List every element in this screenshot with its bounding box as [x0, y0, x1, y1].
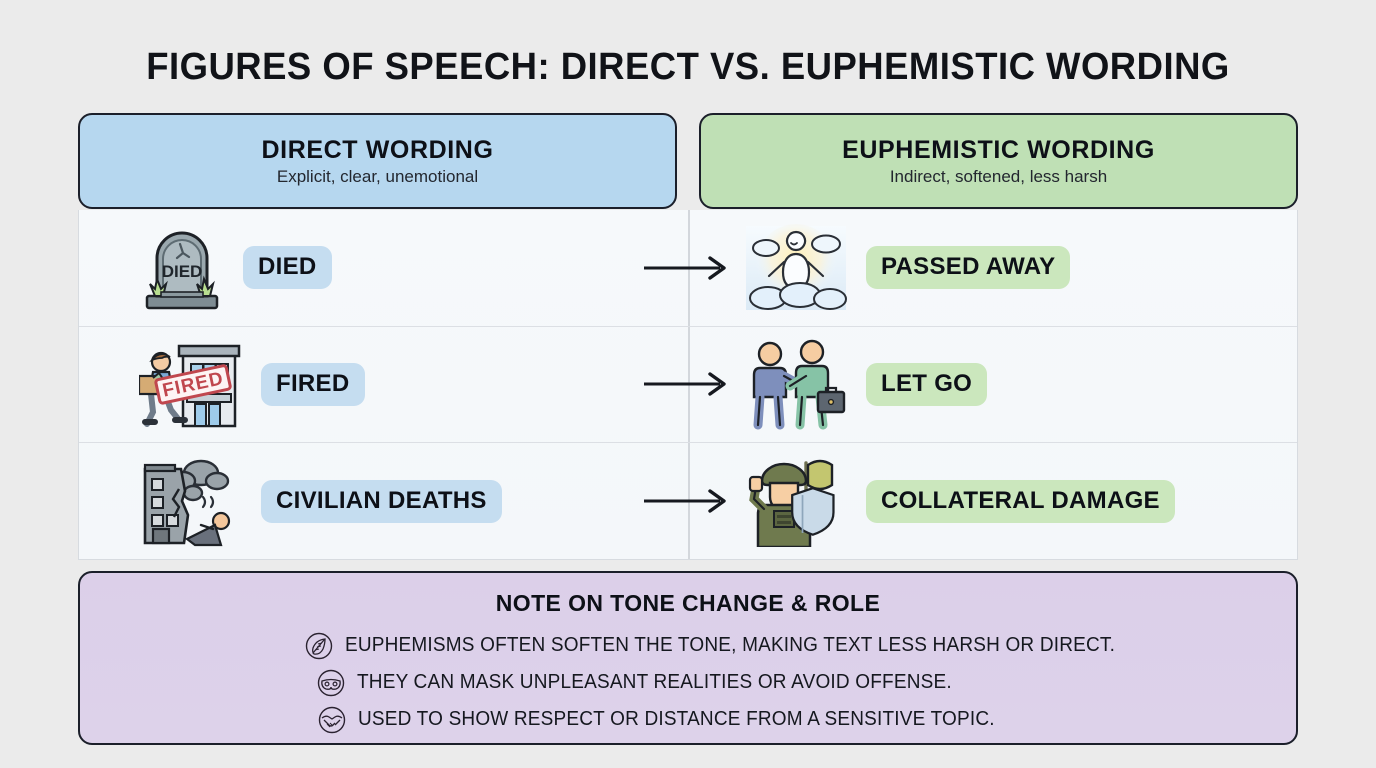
- ascending-spirit-icon: [746, 223, 847, 310]
- cell-direct-1: DIED DIED: [79, 210, 692, 326]
- note-item-text: THEY CAN MASK UNPLEASANT REALITIES OR AV…: [357, 671, 952, 693]
- tombstone-icon: DIED: [145, 231, 219, 310]
- note-title: NOTE ON TONE CHANGE & ROLE: [495, 590, 881, 616]
- handshake-icon: [318, 706, 346, 733]
- euphemistic-term-pill: PASSED AWAY: [866, 246, 1071, 290]
- column-header-euphemistic-subtitle: Indirect, softened, less harsh: [889, 166, 1108, 186]
- euphemistic-term-pill: LET GO: [866, 362, 988, 406]
- note-item-text: EUPHEMISMS OFTEN SOFTEN THE TONE, MAKING…: [345, 634, 1116, 656]
- cell-direct-3: CIVILIAN DEATHS: [79, 443, 692, 560]
- direct-term-pill: DIED: [243, 246, 332, 290]
- feather-quill-icon: [305, 632, 333, 659]
- direct-term-pill: FIRED: [261, 362, 365, 406]
- table-body: DIED DIED: [78, 210, 1298, 560]
- table-row: FIRED FIRED: [79, 327, 1297, 444]
- table-row: DIED DIED: [79, 210, 1297, 327]
- comparison-table: DIRECT WORDING Explicit, clear, unemotio…: [78, 113, 1298, 748]
- note-item: USED TO SHOW RESPECT OR DISTANCE FROM A …: [80, 701, 1296, 738]
- page-title: FIGURES OF SPEECH: DIRECT VS. EUPHEMISTI…: [146, 46, 1230, 88]
- note-list: EUPHEMISMS OFTEN SOFTEN THE TONE, MAKING…: [80, 627, 1296, 738]
- handshake-briefcase-icon: [752, 340, 846, 430]
- column-header-direct: DIRECT WORDING Explicit, clear, unemotio…: [78, 113, 677, 209]
- column-header-direct-subtitle: Explicit, clear, unemotional: [276, 166, 479, 186]
- cell-euphemistic-2: LET GO: [692, 327, 1297, 443]
- column-header-direct-title: DIRECT WORDING: [261, 135, 494, 164]
- column-header-euphemistic-title: EUPHEMISTIC WORDING: [842, 135, 1155, 164]
- table-header-row: DIRECT WORDING Explicit, clear, unemotio…: [78, 113, 1298, 209]
- bombed-building-icon: [143, 460, 231, 547]
- note-panel: NOTE ON TONE CHANGE & ROLE EUPHEMISMS OF…: [78, 571, 1298, 745]
- direct-term-pill: CIVILIAN DEATHS: [261, 479, 502, 523]
- worker-leaving-office-icon: FIRED: [139, 345, 241, 428]
- cell-euphemistic-3: COLLATERAL DAMAGE: [692, 443, 1297, 560]
- svg-text:DIED: DIED: [162, 262, 203, 281]
- table-row: CIVILIAN DEATHS: [79, 443, 1297, 560]
- note-item-text: USED TO SHOW RESPECT OR DISTANCE FROM A …: [358, 708, 995, 730]
- cell-direct-2: FIRED FIRED: [79, 327, 692, 443]
- note-item: EUPHEMISMS OFTEN SOFTEN THE TONE, MAKING…: [80, 627, 1296, 664]
- cell-euphemistic-1: PASSED AWAY: [692, 210, 1297, 326]
- euphemistic-term-pill: COLLATERAL DAMAGE: [866, 479, 1175, 523]
- mask-icon: [317, 669, 345, 696]
- column-header-euphemistic: EUPHEMISTIC WORDING Indirect, softened, …: [699, 113, 1298, 209]
- soldier-shield-flag-icon: [748, 460, 835, 548]
- note-item: THEY CAN MASK UNPLEASANT REALITIES OR AV…: [80, 664, 1296, 701]
